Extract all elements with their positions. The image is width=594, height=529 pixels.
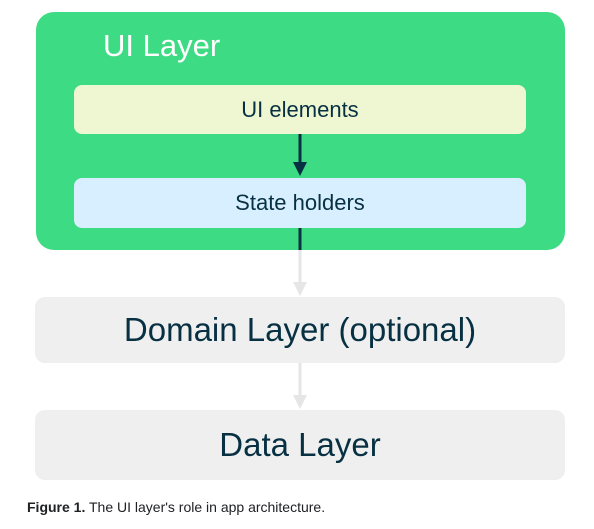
arrow-ui-layer-to-domain-layer [293, 250, 307, 296]
ui-elements-box: UI elements [74, 85, 526, 134]
ui-layer-title: UI Layer [103, 28, 221, 63]
figure-caption: Figure 1. The UI layer's role in app arc… [27, 497, 325, 517]
domain-layer-label: Domain Layer (optional) [123, 311, 477, 348]
caption-label: Figure 1. [27, 499, 86, 515]
state-holders-box: State holders [74, 178, 526, 228]
state-holders-label: State holders [235, 190, 365, 215]
caption-text: The UI layer's role in app architecture. [85, 499, 326, 515]
ui-elements-label: UI elements [241, 96, 359, 122]
data-layer-box: Data Layer [35, 410, 565, 480]
data-layer-label: Data Layer [219, 426, 381, 463]
domain-layer-box: Domain Layer (optional) [35, 297, 565, 363]
arrow-domain-layer-to-data-layer [293, 363, 307, 409]
arrow-ui-elements-to-state-holders [293, 134, 307, 176]
